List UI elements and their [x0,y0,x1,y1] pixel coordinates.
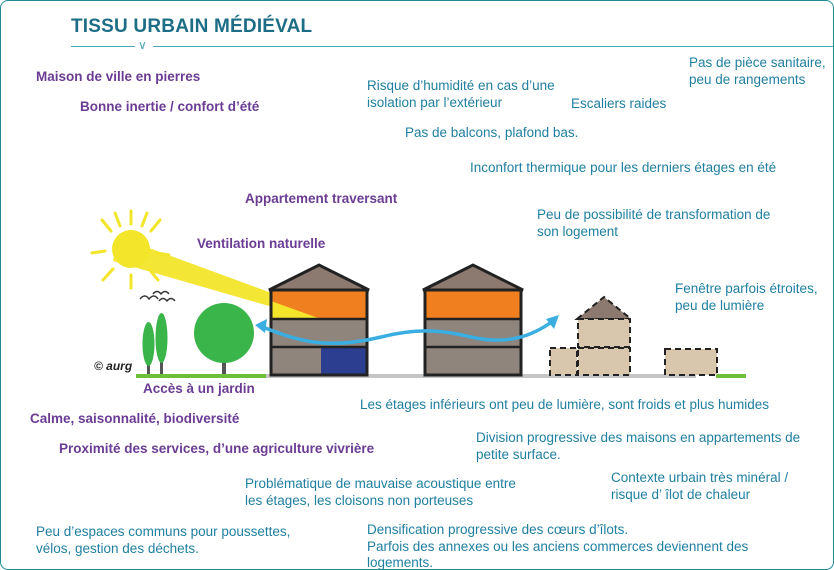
drawback-fenetre: Fenêtre parfois étroites, peu de lumière [675,281,818,313]
page-title: TISSU URBAIN MÉDIÉVAL [71,16,313,37]
chevron-down-icon: ∨ [138,38,147,52]
drawback-division: Division progressive des maisons en appa… [476,430,801,462]
advantage-jardin: Accès à un jardin [143,381,255,396]
title-rule-left [71,46,135,47]
house-1-illustration [268,263,370,377]
advantage-inertie: Bonne inertie / confort d’été [80,99,260,114]
tree-icon [194,303,254,374]
advantage-ventilation: Ventilation naturelle [197,236,326,251]
advantage-proximite: Proximité des services, d’une agricultur… [59,441,375,456]
drawback-inconfort: Inconfort thermique pour les derniers ét… [470,160,777,175]
sun-icon [90,209,321,321]
drawback-communs: Peu d’espaces communs pour poussettes, v… [36,524,291,556]
grass-right [716,374,746,378]
image-credit: © aurg [94,359,133,373]
title-rule-right [153,46,833,47]
poplar-trees-icon [142,313,168,374]
birds-icon [139,290,176,303]
drawback-mineral: Contexte urbain très minéral / risque d’… [611,470,789,502]
drawback-transformation: Peu de possibilité de transformation de … [537,207,771,239]
annex-buildings-illustration [549,295,718,376]
airflow-arrow-icon [255,315,559,346]
drawback-acoustique: Problématique de mauvaise acoustique ent… [245,476,516,508]
advantage-maison: Maison de ville en pierres [36,69,201,84]
house-2-illustration [422,263,524,377]
grass-left [136,374,266,378]
drawback-densification: Densification progressive des cœurs d’îl… [367,522,749,570]
drawback-sanitaire: Pas de pièce sanitaire, peu de rangement… [689,55,826,87]
drawback-balcons: Pas de balcons, plafond bas. [405,125,579,140]
advantage-calme: Calme, saisonnalité, biodiversité [30,411,240,426]
advantage-traversant: Appartement traversant [245,191,398,206]
drawback-etages: Les étages inférieurs ont peu de lumière… [360,397,769,412]
drawback-humidite: Risque d’humidité en cas d’une isolation… [367,78,555,110]
drawback-escaliers: Escaliers raides [571,96,667,111]
ground-strip [136,374,696,378]
